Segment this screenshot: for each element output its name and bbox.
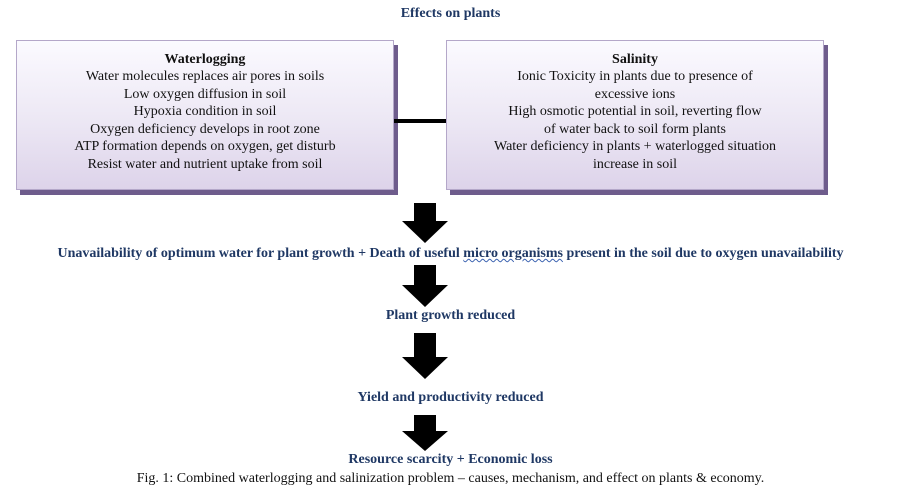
down-arrow-icon [402, 203, 448, 243]
flow-step-economic-loss: Resource scarcity + Economic loss [348, 452, 553, 467]
waterlogging-line: Resist water and nutrient uptake from so… [87, 156, 323, 172]
flow-step-text-flagged: micro organisms [463, 246, 563, 261]
salinity-line: excessive ions [594, 86, 676, 102]
salinity-line: increase in soil [593, 156, 677, 172]
waterlogging-line: Oxygen deficiency develops in root zone [90, 121, 320, 137]
salinity-line: of water back to soil form plants [544, 121, 726, 137]
down-arrow-icon [402, 333, 448, 379]
figure-caption: Fig. 1: Combined waterlogging and salini… [136, 471, 765, 486]
waterlogging-title: Waterlogging [164, 52, 246, 67]
flow-step-text: present in the soil due to oxygen unavai… [562, 246, 844, 261]
flow-step-plant-growth: Plant growth reduced [385, 308, 516, 323]
salinity-line: Ionic Toxicity in plants due to presence… [517, 69, 753, 84]
waterlogging-line: Hypoxia condition in soil [133, 104, 277, 119]
waterlogging-line: ATP formation depends on oxygen, get dis… [74, 139, 336, 154]
down-arrow-icon [402, 265, 448, 307]
salinity-line: High osmotic potential in soil, revertin… [508, 104, 762, 119]
waterlogging-line: Water molecules replaces air pores in so… [85, 69, 325, 84]
salinity-line: Water deficiency in plants + waterlogged… [493, 139, 776, 154]
waterlogging-box: Waterlogging Water molecules replaces ai… [16, 40, 394, 190]
diagram-title: Effects on plants [400, 6, 501, 21]
flow-step-yield: Yield and productivity reduced [357, 390, 544, 405]
down-arrow-icon [402, 415, 448, 451]
waterlogging-line: Low oxygen diffusion in soil [123, 86, 287, 102]
salinity-title: Salinity [612, 52, 658, 67]
flow-step-text: Unavailability of optimum water for plan… [57, 246, 464, 261]
flow-step-unavailability: Unavailability of optimum water for plan… [0, 246, 901, 262]
box-connector-line [394, 119, 448, 123]
salinity-box: Salinity Ionic Toxicity in plants due to… [446, 40, 824, 190]
